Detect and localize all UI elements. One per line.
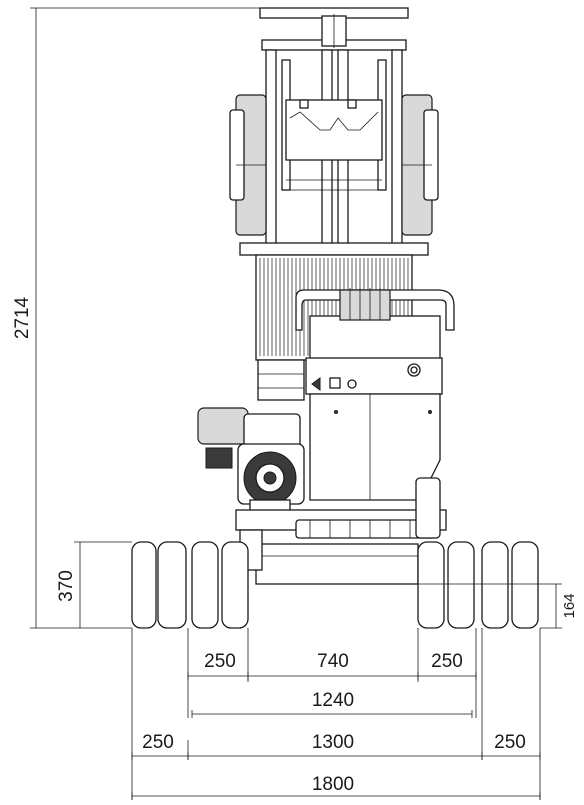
dimension-lines — [30, 7, 562, 800]
mast — [259, 7, 409, 247]
dimension-labels: 2714 370 164 250 740 250 1240 250 1300 2… — [12, 296, 578, 795]
upper-side-blocks — [229, 94, 439, 236]
inner-wheel-left-label: 250 — [204, 651, 236, 672]
wheels — [131, 541, 539, 629]
inner-track-label: 740 — [317, 651, 349, 672]
dimension-ticks — [131, 672, 541, 800]
inner-overall-label: 1240 — [312, 690, 354, 711]
inner-wheel-right-label: 250 — [431, 651, 463, 672]
wheel-outer-right — [481, 541, 539, 629]
wheel-height-label: 370 — [56, 570, 77, 602]
side-panel — [257, 359, 305, 401]
ground-clearance-label: 164 — [561, 593, 578, 618]
overall-height-label: 2714 — [12, 296, 33, 339]
wheel-inner-right — [417, 541, 475, 629]
wheel-outer-left — [131, 541, 187, 629]
small-engine — [197, 407, 305, 515]
outer-wheel-left-label: 250 — [142, 732, 174, 753]
chassis — [235, 477, 447, 585]
engine-housing — [295, 288, 455, 501]
outer-track-label: 1300 — [312, 732, 354, 753]
machine-illustration — [131, 7, 539, 629]
overall-width-label: 1800 — [312, 774, 354, 795]
wheel-inner-left — [191, 541, 249, 629]
outer-wheel-right-label: 250 — [494, 732, 526, 753]
